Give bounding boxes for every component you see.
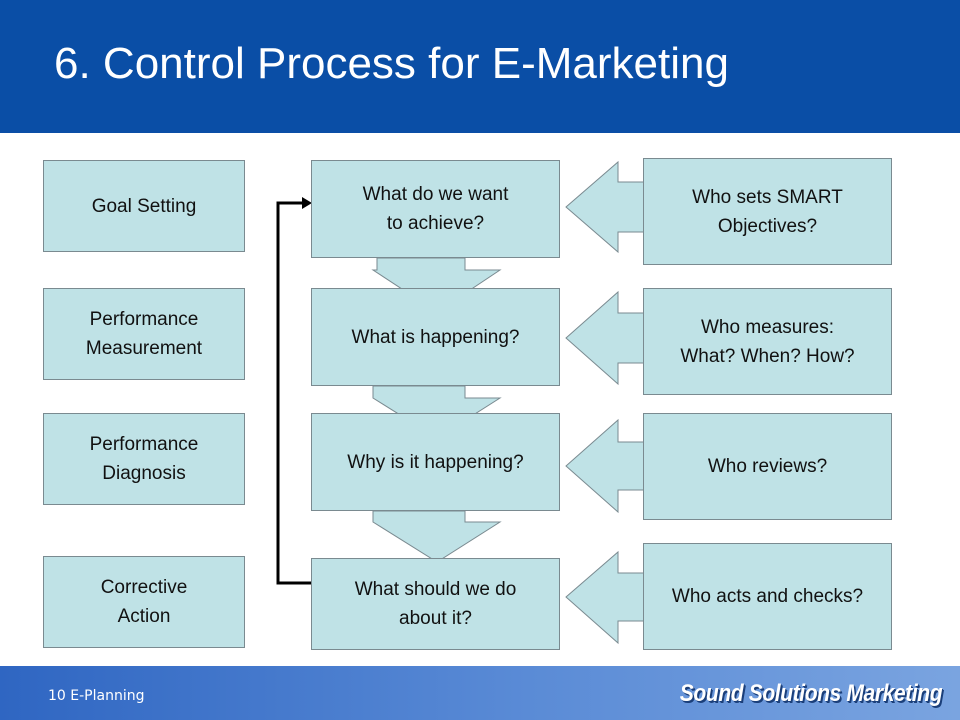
owner-label: Who reviews?: [707, 456, 828, 477]
question-box-2: What is happening?: [311, 288, 560, 386]
owner-box-1: Who sets SMART Objectives?: [643, 158, 892, 265]
owner-box-3: Who reviews?: [643, 413, 892, 520]
stage-label: Goal Setting: [91, 195, 197, 217]
feedback-loop-connector: [276, 201, 311, 585]
owner-label: Who measures: What? When? How?: [680, 316, 855, 367]
question-label: What is happening?: [351, 326, 520, 348]
owner-box-4: Who acts and checks?: [643, 543, 892, 650]
question-box-4: What should we do about it?: [311, 558, 560, 650]
stage-label: Performance Measurement: [85, 309, 203, 359]
stage-performance-diagnosis: Performance Diagnosis: [43, 413, 245, 505]
slide-title: 6. Control Process for E-Marketing: [54, 39, 729, 88]
down-arrow-3: [372, 510, 502, 563]
footer-bar: [0, 666, 960, 720]
left-arrow-3: [565, 418, 645, 514]
header-bar: [0, 0, 960, 133]
owner-box-2: Who measures: What? When? How?: [643, 288, 892, 395]
stage-goal-setting: Goal Setting: [43, 160, 245, 252]
brand-logo-text: Sound Solutions Marketing: [679, 680, 943, 707]
question-label: What do we want to achieve?: [362, 184, 509, 234]
question-box-3: Why is it happening?: [311, 413, 560, 511]
question-label: What should we do about it?: [354, 579, 517, 629]
stage-corrective-action: Corrective Action: [43, 556, 245, 648]
down-arrow-2: [372, 385, 502, 439]
left-arrow-4: [565, 550, 645, 645]
left-arrow-1: [565, 160, 645, 254]
owner-label: Who acts and checks?: [671, 586, 864, 607]
owner-label: Who sets SMART Objectives?: [692, 186, 843, 237]
page-label: 10 E-Planning: [48, 688, 145, 704]
question-box-1: What do we want to achieve?: [311, 160, 560, 258]
stage-label: Corrective Action: [100, 577, 188, 627]
stage-label: Performance Diagnosis: [89, 434, 199, 484]
question-label: Why is it happening?: [347, 451, 524, 473]
feedback-arrowhead: [302, 197, 312, 209]
stage-performance-measurement: Performance Measurement: [43, 288, 245, 380]
left-arrow-2: [565, 290, 645, 386]
